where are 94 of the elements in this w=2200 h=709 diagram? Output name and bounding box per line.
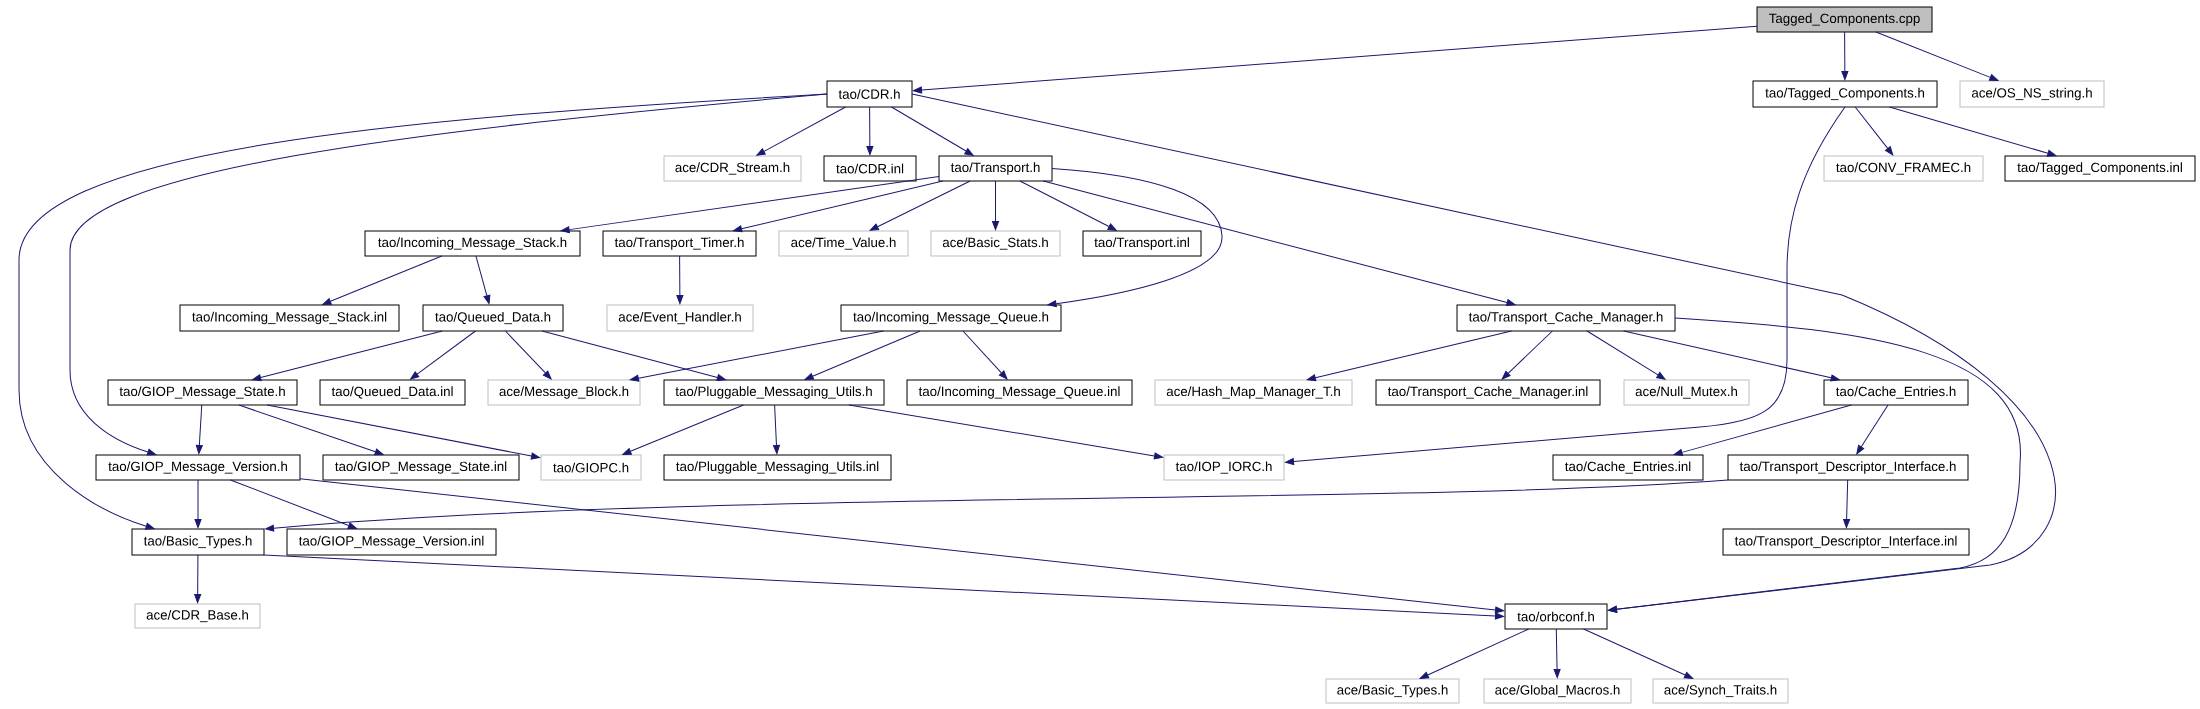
- file-box: tao/Basic_Types.h: [131, 528, 265, 556]
- file-box: tao/orbconf.h: [1504, 603, 1608, 630]
- file-box: tao/Incoming_Message_Stack.h: [364, 230, 581, 257]
- arrow: [266, 404, 541, 460]
- arrow: [1673, 404, 1852, 456]
- file-box: tao/GIOPC.h: [540, 454, 642, 481]
- file-box: tao/Incoming_Message_Queue.inl: [906, 379, 1133, 406]
- file-box: ace/Message_Block.h: [487, 379, 641, 406]
- file-box: tao/Tagged_Components.h: [1752, 80, 1938, 108]
- arrow: [230, 479, 357, 529]
- arrow: [992, 180, 1000, 231]
- arrow: [1019, 180, 1117, 231]
- arrow: [891, 106, 974, 156]
- arrow: [504, 330, 552, 380]
- file-box: tao/Transport_Descriptor_Interface.inl: [1722, 528, 1970, 556]
- arrow: [772, 404, 780, 455]
- arrow: [869, 180, 971, 231]
- arrow: [194, 479, 202, 529]
- file-box: tao/GIOP_Message_Version.inl: [286, 528, 497, 556]
- file-box: ace/Global_Macros.h: [1483, 678, 1632, 704]
- arrow: [475, 255, 491, 305]
- file-box: tao/Pluggable_Messaging_Utils.inl: [663, 454, 892, 481]
- file-box: tao/Transport.h: [938, 155, 1053, 182]
- arrow: [1306, 330, 1512, 382]
- arrow: [18, 93, 828, 530]
- arrow: [265, 479, 1729, 532]
- arrow: [848, 404, 1164, 460]
- arrow: [1841, 31, 1849, 81]
- file-box: tao/Transport_Timer.h: [602, 230, 757, 257]
- arrow: [1889, 106, 2057, 157]
- arrow: [1856, 404, 1889, 455]
- file-box: ace/CDR_Base.h: [134, 603, 261, 629]
- arrow: [913, 25, 1758, 94]
- file-box: ace/OS_NS_string.h: [1959, 80, 2105, 108]
- file-box: ace/Hash_Map_Manager_T.h: [1154, 379, 1353, 406]
- arrow: [1875, 31, 1999, 81]
- file-box: ace/Basic_Stats.h: [930, 230, 1061, 257]
- file-box: tao/Transport_Cache_Manager.h: [1456, 304, 1676, 332]
- arrow: [195, 404, 203, 455]
- file-box: tao/Tagged_Components.inl: [2004, 155, 2196, 182]
- arrow: [804, 330, 921, 380]
- file-box: ace/Time_Value.h: [778, 230, 909, 257]
- arrow: [560, 176, 940, 234]
- arrow: [1623, 330, 1840, 382]
- arrow: [322, 255, 443, 305]
- arrow: [1501, 330, 1553, 380]
- file-box: tao/CDR.inl: [823, 155, 917, 182]
- arrow: [629, 330, 884, 382]
- arrow: [962, 330, 1008, 380]
- arrow: [1586, 330, 1666, 380]
- arrow: [1583, 628, 1694, 679]
- file-box: tao/GIOP_Message_Version.h: [95, 454, 301, 481]
- file-box: tao/Incoming_Message_Stack.inl: [179, 304, 400, 332]
- arrow: [1419, 628, 1530, 679]
- file-box: tao/Queued_Data.h: [422, 304, 564, 332]
- arrow: [756, 106, 847, 156]
- arrow: [252, 330, 443, 382]
- arrow: [622, 404, 744, 455]
- arrow: [866, 106, 874, 156]
- arrow: [263, 554, 1505, 620]
- file-box: tao/GIOP_Message_State.h: [107, 379, 298, 406]
- file-box: Tagged_Components.cpp: [1756, 6, 1933, 33]
- arrow: [1854, 106, 1894, 156]
- arrow: [911, 93, 2056, 613]
- file-box: tao/GIOP_Message_State.inl: [322, 454, 520, 481]
- arrow: [541, 330, 726, 381]
- file-box: tao/Pluggable_Messaging_Utils.h: [663, 379, 885, 406]
- file-box: ace/Synch_Traits.h: [1652, 678, 1789, 704]
- arrow: [1843, 479, 1851, 529]
- arrow: [1042, 180, 1516, 306]
- arrow: [733, 180, 944, 233]
- file-box: ace/Basic_Types.h: [1325, 678, 1460, 704]
- file-box: tao/CDR.h: [826, 80, 913, 108]
- arrow: [1047, 168, 1223, 308]
- file-box: tao/Transport_Cache_Manager.inl: [1375, 379, 1601, 406]
- arrow: [410, 330, 476, 380]
- file-box: tao/Incoming_Message_Queue.h: [840, 304, 1062, 332]
- file-box: tao/CONV_FRAMEC.h: [1823, 155, 1984, 182]
- file-box: tao/IOP_IORC.h: [1163, 454, 1285, 481]
- arrow: [676, 255, 684, 305]
- file-box: ace/Event_Handler.h: [606, 304, 754, 332]
- arrow: [238, 404, 384, 456]
- file-box: tao/Transport_Descriptor_Interface.h: [1727, 454, 1969, 481]
- file-box: tao/Transport.inl: [1082, 230, 1202, 257]
- arrow: [194, 554, 202, 604]
- arrow: [1285, 106, 1846, 466]
- file-box: tao/Cache_Entries.inl: [1552, 454, 1704, 481]
- arrow: [1553, 628, 1561, 679]
- file-box: ace/CDR_Stream.h: [663, 155, 802, 182]
- arrow: [299, 478, 1505, 614]
- arrow: [1608, 317, 2021, 613]
- file-box: tao/Cache_Entries.h: [1823, 379, 1969, 406]
- file-box: ace/Null_Mutex.h: [1623, 379, 1750, 406]
- file-box: tao/Queued_Data.inl: [319, 379, 466, 406]
